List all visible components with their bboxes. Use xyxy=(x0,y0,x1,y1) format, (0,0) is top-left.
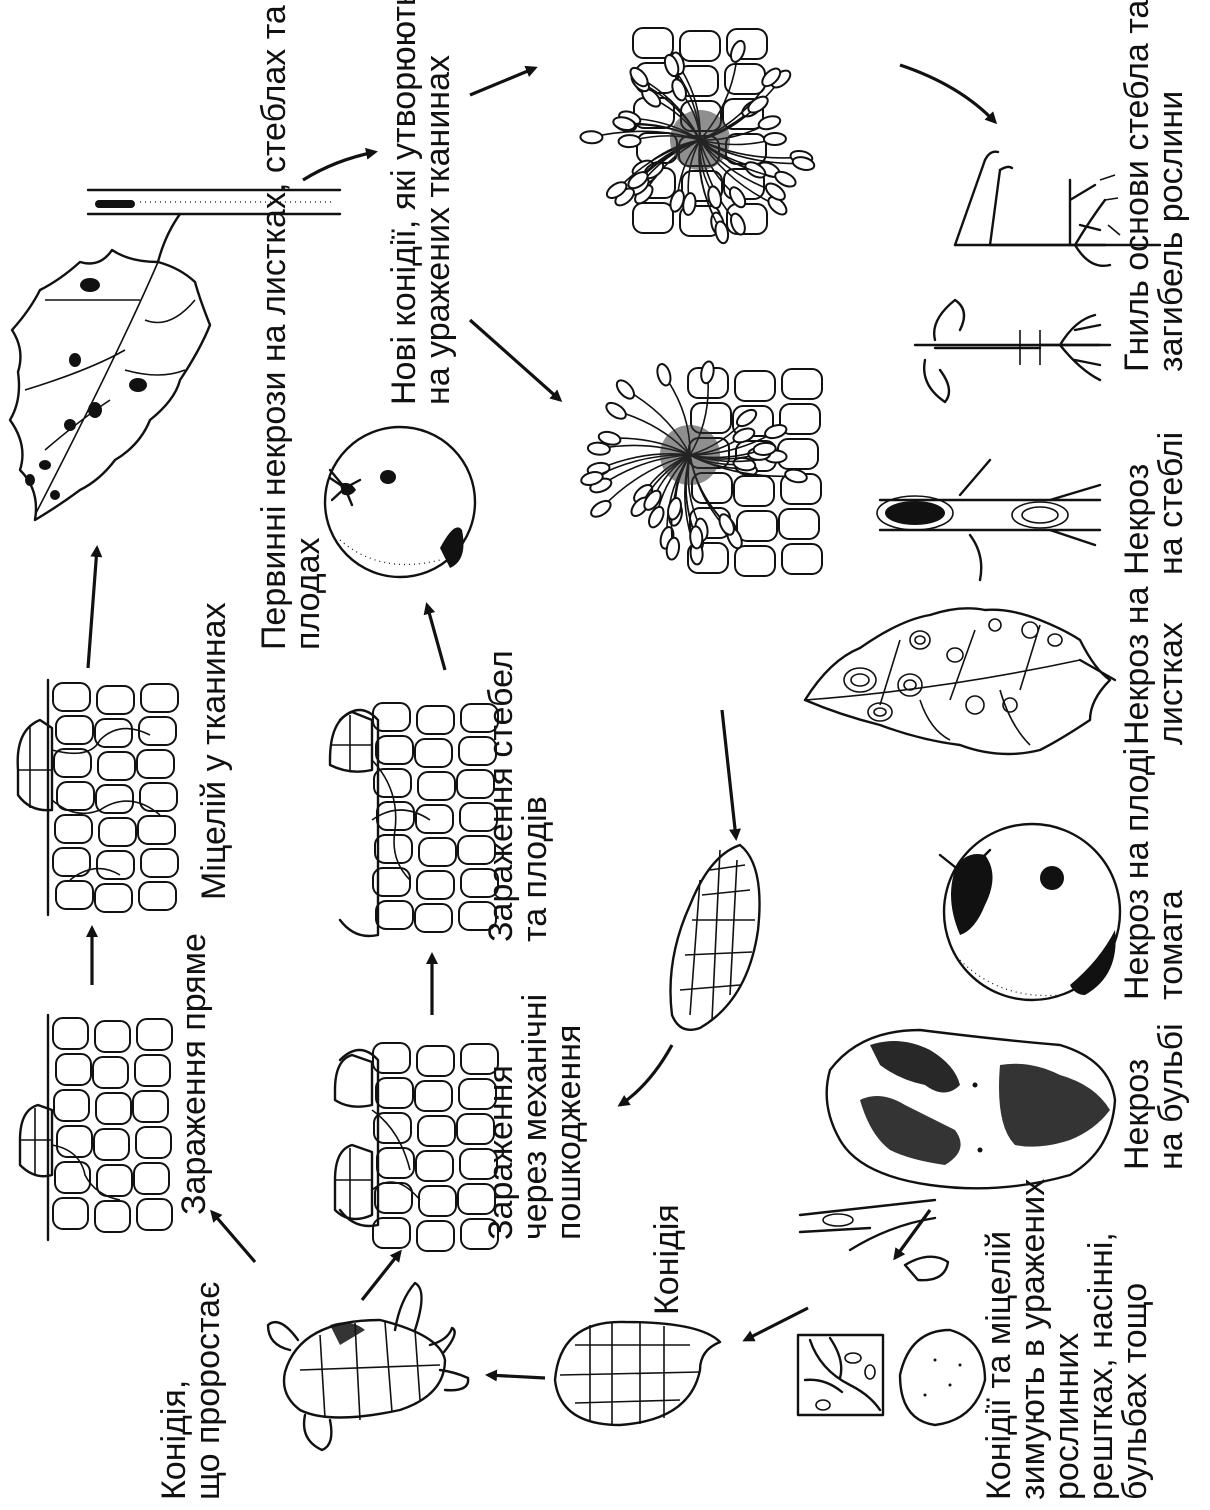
label-line: Некроз xyxy=(1118,1059,1156,1170)
label-conidium-germinating: Конідія,що проростає xyxy=(155,1282,227,1500)
arrow-to-sporulation-top xyxy=(470,68,535,95)
arrow-bigconidium-to-mechanical xyxy=(620,1045,672,1105)
direct-infection-tissue xyxy=(20,1015,172,1240)
label-line: загибель рослини xyxy=(1152,91,1190,372)
stem-necrosis-drawing xyxy=(877,460,1100,580)
label-direct-infection: Зараження пряме xyxy=(175,933,213,1215)
label-line: плодах xyxy=(289,537,327,650)
label-line: Некроз на xyxy=(1118,586,1156,745)
label-line: Конідія xyxy=(648,1204,686,1315)
label-line: Первинні некрози на листках, стеблах та xyxy=(255,5,293,650)
label-line: Нові конідії, які утворюються xyxy=(385,0,423,405)
label-line: томата xyxy=(1152,890,1190,1000)
tomato-necrosis-drawing xyxy=(940,824,1120,1000)
large-conidium-drawing xyxy=(670,845,759,1030)
label-line: рештках, насінні, xyxy=(1082,1232,1120,1500)
label-line: та плодів xyxy=(516,796,554,942)
arrow-mycelium-to-leaf xyxy=(88,548,97,668)
label-line: пошкодження xyxy=(550,1025,588,1240)
arrow-germinating-to-direct xyxy=(212,1212,255,1262)
arrow-conidium-to-germinating xyxy=(488,1375,545,1378)
label-line: Міцелій у тканинах xyxy=(195,602,233,900)
overwintering-drawing xyxy=(798,1200,985,1425)
tuber-necrosis-drawing xyxy=(827,1030,1115,1188)
fruit-primary-necrosis-drawing xyxy=(325,427,475,577)
label-line: листках xyxy=(1152,622,1190,745)
germinating-conidium-drawing xyxy=(268,1283,468,1450)
arrow-germinating-to-mechanical xyxy=(362,1252,400,1300)
mechanical-infection-tissue xyxy=(335,1043,498,1251)
arrow-tuber-to-debris xyxy=(895,1210,930,1258)
leaf-necrosis-drawing xyxy=(805,608,1115,754)
sporulation-top-drawing xyxy=(580,28,815,244)
sporulation-mid-drawing xyxy=(580,360,822,576)
arrow-leaf-to-newconidia xyxy=(303,152,375,180)
arrow-to-sporulation-mid xyxy=(470,320,560,400)
label-line: зимують в уражених xyxy=(1014,1179,1052,1500)
label-line: на уражених тканинах xyxy=(419,55,457,405)
conidium-drawing xyxy=(555,1322,720,1425)
label-line: Зараження пряме xyxy=(175,933,213,1215)
arrow-to-stem-rot xyxy=(900,65,995,122)
label-line: Конідія, xyxy=(155,1380,193,1500)
arrow-stem-to-fruit xyxy=(427,605,445,670)
label-line: Некроз на плоді xyxy=(1118,748,1156,1000)
stem-fruit-infection-tissue xyxy=(330,703,498,936)
label-line: бульбах тощо xyxy=(1116,1283,1154,1500)
label-line: на бульбі xyxy=(1152,1023,1190,1170)
label-line: рослинних xyxy=(1048,1333,1086,1500)
label-line: Зараження xyxy=(482,1065,520,1240)
label-line: Гниль основи стебла та xyxy=(1118,0,1156,372)
label-line: що проростає xyxy=(189,1282,227,1500)
label-line: Зараження стебел xyxy=(482,650,520,942)
mycelium-tissue xyxy=(18,680,178,915)
label-line: Конідії та міцелій xyxy=(980,1231,1018,1500)
label-primary-necrosis: Первинні некрози на листках, стеблах тап… xyxy=(255,5,327,650)
label-line: через механічні xyxy=(516,994,554,1240)
arrow-to-bigconidium xyxy=(722,710,736,838)
label-mycelium-in-tissue: Міцелій у тканинах xyxy=(195,602,233,900)
label-conidium: Конідія xyxy=(648,1204,686,1315)
label-line: на стеблі xyxy=(1152,432,1190,575)
label-line: Некроз xyxy=(1118,464,1156,575)
